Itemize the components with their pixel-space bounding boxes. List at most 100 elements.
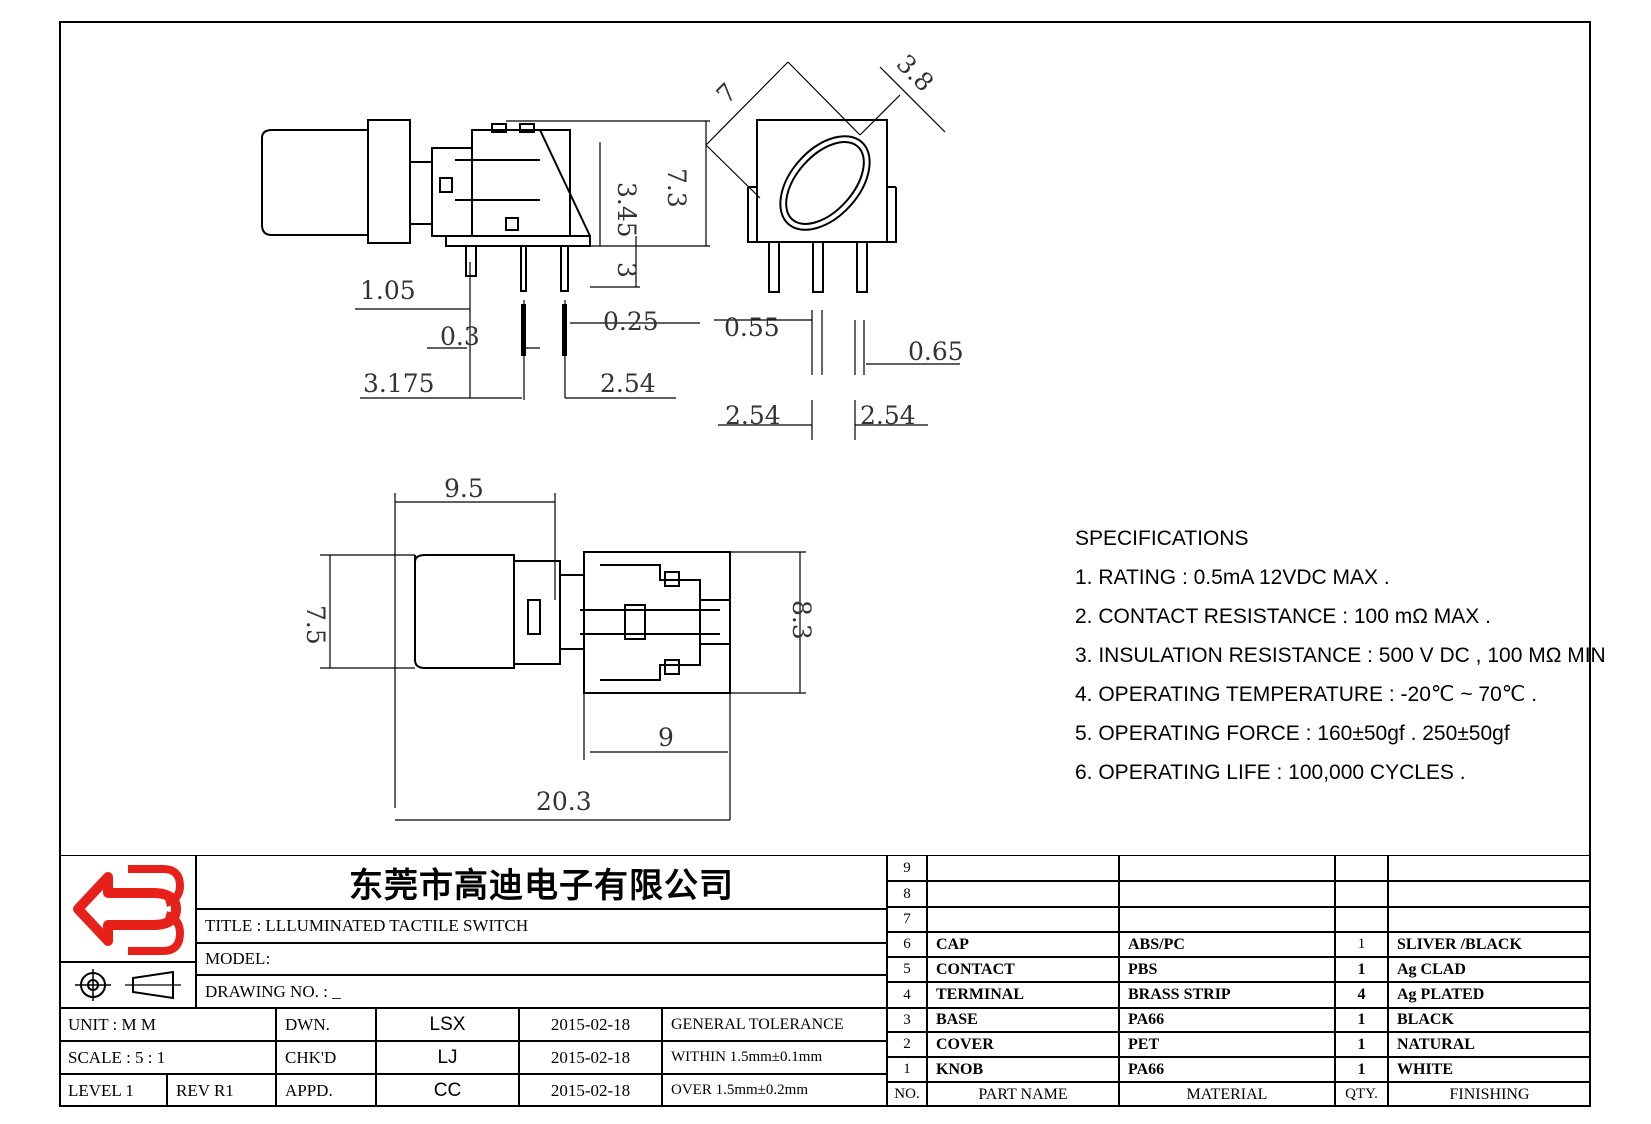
scale-field: SCALE : 5 : 1 — [59, 1041, 276, 1074]
dim-2-54-front-left: 2.54 — [725, 401, 781, 430]
bom-finishing: Ag PLATED — [1388, 982, 1591, 1008]
top-view — [320, 493, 806, 821]
bom-material: PET — [1119, 1032, 1335, 1057]
dim-2-54-side: 2.54 — [600, 369, 656, 398]
dim-3: 3 — [612, 262, 641, 278]
spec-heading: SPECIFICATIONS — [1075, 527, 1249, 550]
drawn-label: DWN. — [276, 1008, 376, 1041]
dim-7-5: 7.5 — [301, 605, 330, 645]
bom-no: 7 — [887, 907, 927, 932]
bom-no: 1 — [887, 1057, 927, 1082]
approved-date: 2015-02-18 — [519, 1074, 662, 1107]
bom-material: ABS/PC — [1119, 932, 1335, 957]
bom-qty — [1335, 907, 1388, 932]
dim-0-55: 0.55 — [724, 313, 780, 342]
checked-date: 2015-02-18 — [519, 1041, 662, 1074]
dim-7-3: 7.3 — [662, 168, 691, 208]
bom-finishing: WHITE — [1388, 1057, 1591, 1082]
model-field: MODEL: — [196, 943, 887, 975]
dim-0-65: 0.65 — [908, 337, 964, 366]
drawn-date: 2015-02-18 — [519, 1008, 662, 1041]
dim-0-3: 0.3 — [440, 322, 480, 351]
bom-part: KNOB — [927, 1057, 1119, 1082]
side-view — [261, 119, 710, 400]
specifications: SPECIFICATIONS 1. RATING : 0.5mA 12VDC M… — [1075, 519, 1606, 792]
level-field: LEVEL 1 — [59, 1074, 167, 1107]
checked-by: LJ — [376, 1041, 519, 1074]
bom-qty: 1 — [1335, 957, 1388, 982]
bom-finishing: Ag CLAD — [1388, 957, 1591, 982]
bom-qty: 1 — [1335, 932, 1388, 957]
bom-no: 3 — [887, 1008, 927, 1032]
bom-material — [1119, 855, 1335, 881]
bom-material: PBS — [1119, 957, 1335, 982]
bom-finishing — [1388, 881, 1591, 907]
dim-9-5: 9.5 — [444, 474, 484, 503]
drawing-number-field: DRAWING NO. : _ — [196, 975, 887, 1008]
bom-qty: 1 — [1335, 1057, 1388, 1082]
dim-0-25: 0.25 — [603, 307, 659, 336]
bom-part — [927, 855, 1119, 881]
dim-9: 9 — [658, 723, 674, 752]
bom-finishing: SLIVER /BLACK — [1388, 932, 1591, 957]
dim-3-8: 3.8 — [891, 49, 940, 98]
bom-finishing: BLACK — [1388, 1008, 1591, 1032]
bom-qty — [1335, 855, 1388, 881]
bom-qty: 4 — [1335, 982, 1388, 1008]
dim-3-45: 3.45 — [612, 182, 641, 238]
front-view — [705, 61, 960, 440]
bom-no: 9 — [887, 855, 927, 881]
third-angle-projection-icon — [74, 969, 181, 1001]
spec-item: 6. OPERATING LIFE : 100,000 CYCLES . — [1075, 761, 1466, 784]
bom-part — [927, 881, 1119, 907]
bom-part: TERMINAL — [927, 982, 1119, 1008]
spec-item: 1. RATING : 0.5mA 12VDC MAX . — [1075, 566, 1390, 589]
bom-material: PA66 — [1119, 1008, 1335, 1032]
dim-8-3: 8.3 — [787, 600, 816, 640]
dim-1-05: 1.05 — [360, 276, 416, 305]
bom-part: CONTACT — [927, 957, 1119, 982]
bom-finishing — [1388, 855, 1591, 881]
bom-qty: 1 — [1335, 1008, 1388, 1032]
title-block: 东莞市高迪电子有限公司 TITLE : LLLUMINATED TACTILE … — [59, 855, 1591, 1107]
bom-part: BASE — [927, 1008, 1119, 1032]
dim-7: 7 — [711, 77, 743, 109]
dim-20-3: 20.3 — [536, 787, 592, 816]
bom-material: BRASS STRIP — [1119, 982, 1335, 1008]
checked-label: CHK'D — [276, 1041, 376, 1074]
bom-no: 4 — [887, 982, 927, 1008]
bom-material — [1119, 881, 1335, 907]
bom-finishing: NATURAL — [1388, 1032, 1591, 1057]
spec-item: 2. CONTACT RESISTANCE : 100 mΩ MAX . — [1075, 605, 1491, 628]
company-name: 东莞市高迪电子有限公司 — [196, 855, 887, 909]
drawn-by: LSX — [376, 1008, 519, 1041]
tolerance-within: WITHIN 1.5mm±0.1mm — [662, 1041, 887, 1074]
projection-symbol-cell — [59, 962, 196, 1008]
bom-header-part: PART NAME — [927, 1082, 1119, 1107]
bom-material: PA66 — [1119, 1057, 1335, 1082]
bom-part: CAP — [927, 932, 1119, 957]
dim-2-54-front-right: 2.54 — [860, 401, 916, 430]
bom-qty — [1335, 881, 1388, 907]
bom-header-material: MATERIAL — [1119, 1082, 1335, 1107]
bom-header-finishing: FINISHING — [1388, 1082, 1591, 1107]
approved-by: CC — [376, 1074, 519, 1107]
bom-no: 6 — [887, 932, 927, 957]
bom-no: 5 — [887, 957, 927, 982]
spec-item: 3. INSULATION RESISTANCE : 500 V DC , 10… — [1075, 644, 1606, 667]
bom-header-no: NO. — [887, 1082, 927, 1107]
bom-header-qty: QTY. — [1335, 1082, 1388, 1107]
tolerance-over: OVER 1.5mm±0.2mm — [662, 1074, 887, 1107]
bom-part — [927, 907, 1119, 932]
bom-finishing — [1388, 907, 1591, 932]
bom-qty: 1 — [1335, 1032, 1388, 1057]
unit-field: UNIT : M M — [59, 1008, 276, 1041]
revision-field: REV R1 — [167, 1074, 276, 1107]
spec-item: 5. OPERATING FORCE : 160±50gf . 250±50gf — [1075, 722, 1510, 745]
dim-3-175: 3.175 — [363, 369, 435, 398]
bom-no: 8 — [887, 881, 927, 907]
bom-no: 2 — [887, 1032, 927, 1057]
approved-label: APPD. — [276, 1074, 376, 1107]
general-tolerance: GENERAL TOLERANCE — [662, 1008, 887, 1041]
drawing-title: TITLE : LLLUMINATED TACTILE SWITCH — [196, 909, 887, 943]
